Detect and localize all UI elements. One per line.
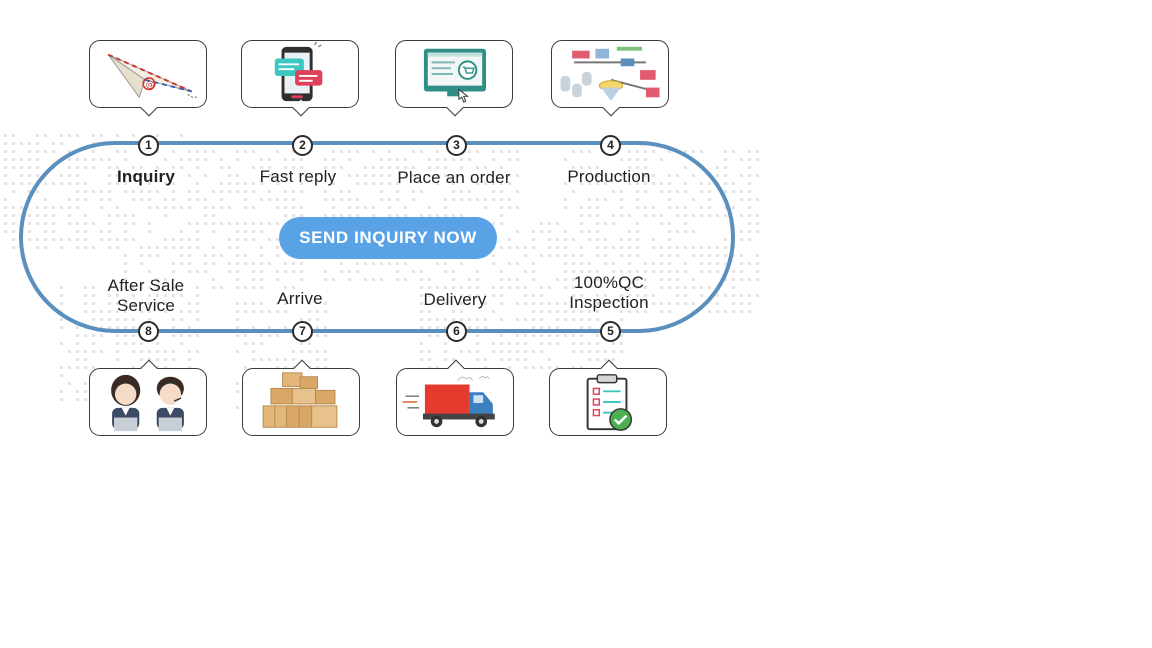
- step-2-number: 2: [292, 135, 313, 156]
- cardboard-boxes-icon: [262, 372, 338, 428]
- step-2-label: Fast reply: [259, 167, 337, 186]
- step-3-number: 3: [446, 135, 467, 156]
- step-4-card: [551, 40, 669, 117]
- step-7-label: Arrive: [277, 289, 323, 308]
- step-5-label-line-2: Inspection: [569, 293, 649, 312]
- step-6-card: [396, 359, 514, 436]
- step-5-label-line-1: 100%QC: [573, 273, 645, 292]
- smartphone-chat-icon: [274, 41, 323, 102]
- process-loop-track: [19, 141, 735, 333]
- step-6-label: Delivery: [423, 290, 487, 309]
- step-8-label-line-2: Service: [116, 296, 176, 315]
- svg-text:@: @: [146, 80, 155, 90]
- step-5-card: [549, 359, 667, 436]
- step-7-card: [242, 359, 360, 436]
- step-6-number: 6: [446, 321, 467, 342]
- step-8-card: [89, 359, 207, 436]
- step-5-number: 5: [600, 321, 621, 342]
- clipboard-check-icon: [586, 374, 633, 431]
- step-4-label: Production: [567, 167, 651, 186]
- step-4-number: 4: [600, 135, 621, 156]
- monitor-cart-click-icon: [423, 48, 487, 103]
- step-8-label: After Sale Service: [66, 276, 226, 316]
- step-3-label: Place an order: [397, 168, 511, 187]
- support-agents-icon: [111, 374, 184, 432]
- factory-line-icon: [560, 46, 660, 102]
- step-1-card: @: [89, 40, 207, 117]
- step-8-label-line-1: After Sale: [107, 276, 185, 295]
- step-3-card: [395, 40, 513, 117]
- delivery-truck-icon: [402, 376, 495, 428]
- step-1-number: 1: [138, 135, 159, 156]
- send-inquiry-button[interactable]: SEND INQUIRY NOW: [279, 217, 497, 259]
- step-5-label: 100%QC Inspection: [529, 273, 689, 313]
- step-2-card: [241, 40, 359, 117]
- paper-plane-mail-icon: @: [107, 53, 198, 99]
- step-8-number: 8: [138, 321, 159, 342]
- step-1-label: Inquiry: [116, 167, 176, 186]
- step-7-number: 7: [292, 321, 313, 342]
